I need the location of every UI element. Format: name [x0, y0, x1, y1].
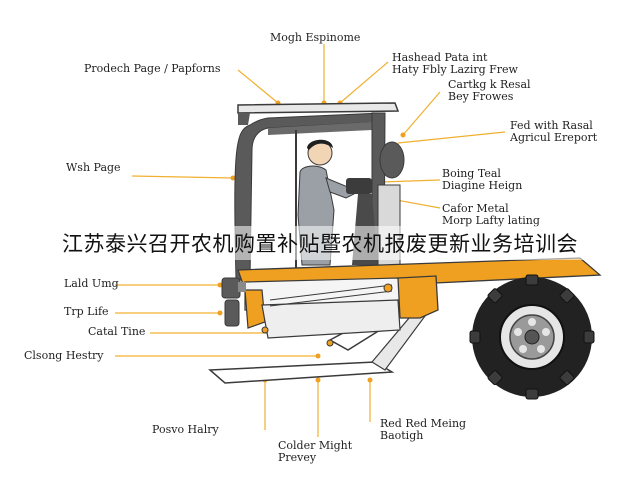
label-right-3: Fed with Rasal Agricul Ereport	[510, 120, 597, 144]
label-right-1-line-2: Haty Fbly Lazirg Frew	[392, 63, 518, 76]
label-bottom-right-line-1: Red Red Meing	[380, 417, 467, 430]
label-bottom-center-line-2: Prevey	[278, 451, 317, 464]
label-right-3-line-2: Agricul Ereport	[510, 131, 598, 144]
label-closing: Clsong Hestry	[24, 349, 104, 362]
label-bottom-right: Red Red Meing Baotigh	[380, 418, 466, 442]
label-catal: Catal Tine	[88, 325, 146, 338]
rear-tire	[469, 274, 595, 400]
label-right-2-line-1: Cartkg k Resal	[448, 78, 531, 91]
label-bottom-center: Colder Might Prevey	[278, 440, 352, 464]
label-right-4-line-2: Diagine Heign	[442, 179, 523, 192]
label-bottom-right-line-2: Baotigh	[380, 429, 424, 442]
label-right-5-line-1: Cafor Metal	[442, 202, 509, 215]
label-top-left: Prodech Page / Papforns	[84, 62, 221, 75]
leader-lines	[115, 44, 506, 437]
label-trip: Trp Life	[64, 305, 109, 318]
headline-banner: 江苏泰兴召开农机购置补贴暨农机报废更新业务培训会	[0, 226, 640, 260]
label-right-3-line-1: Fed with Rasal	[510, 119, 593, 132]
chassis	[237, 257, 602, 347]
label-right-4: Boing Teal Diagine Heign	[442, 168, 522, 192]
label-land: Lald Umg	[64, 277, 119, 290]
label-wash: Wsh Page	[66, 161, 121, 174]
label-right-5: Cafor Metal Morp Lafty lating	[442, 203, 540, 227]
label-right-1: Hashead Pata int Haty Fbly Lazirg Frew	[392, 52, 518, 76]
label-right-1-line-1: Hashead Pata int	[392, 51, 488, 64]
label-top-center: Mogh Espinome	[270, 31, 361, 44]
mast-bracket	[221, 277, 246, 327]
label-right-4-line-1: Boing Teal	[442, 167, 501, 180]
label-right-5-line-2: Morp Lafty lating	[442, 214, 540, 227]
label-bottom-left: Posvo Halry	[152, 423, 219, 436]
label-bottom-center-line-1: Colder Might	[278, 439, 353, 452]
label-right-2: Cartkg k Resal Bey Frowes	[448, 79, 531, 103]
label-right-2-line-2: Bey Frowes	[448, 90, 514, 103]
